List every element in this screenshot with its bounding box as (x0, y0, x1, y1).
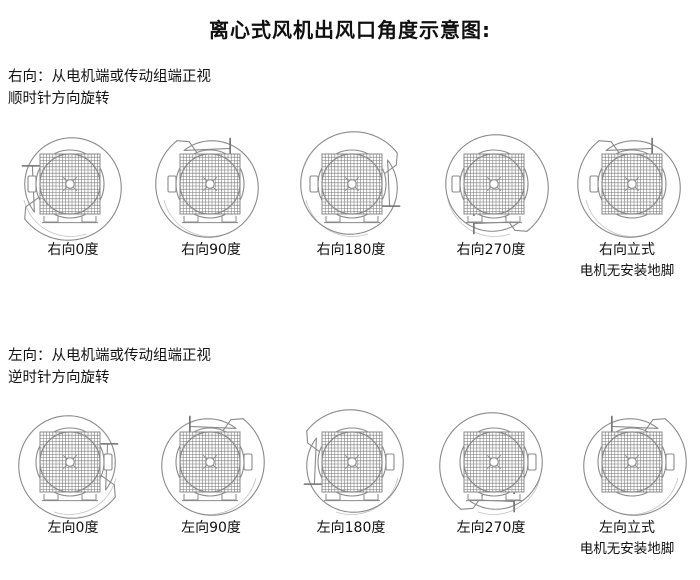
fan-caption-left-180: 左向180度 (278, 518, 424, 539)
fan-diagram-right-180 (282, 124, 422, 242)
caption-text: 右向0度 (47, 242, 99, 258)
intro-line-2: 逆时针方向旋转 (8, 370, 110, 386)
fan-drawing (18, 415, 119, 519)
inlet-cone-hint (193, 477, 257, 515)
fan-row-left-hand (0, 402, 700, 552)
section-right-hand-intro: 右向：从电机端或传动组端正视 顺时针方向旋转 (8, 66, 211, 110)
fan-drawing (300, 131, 401, 237)
fan-diagram-left-180 (282, 402, 422, 520)
inlet-cone-hint (447, 199, 511, 237)
page-title: 离心式风机出风口角度示意图: (209, 18, 491, 42)
fan-caption-left-90: 左向90度 (138, 518, 284, 539)
section-left-hand-intro: 左向：从电机端或传动组端正视 逆时针方向旋转 (8, 345, 211, 389)
inlet-cone-hint (585, 199, 649, 237)
fan-diagram-left-0 (0, 402, 140, 520)
caption-text: 左向90度 (181, 520, 241, 536)
inlet-cone-hint (305, 199, 369, 237)
fan-diagram-left-90 (140, 402, 280, 520)
motor-assembly (175, 427, 253, 502)
fan-caption-right-0: 右向0度 (0, 240, 146, 261)
fan-drawing (303, 409, 404, 515)
inlet-cone-hint (615, 477, 679, 515)
intro-line-2: 顺时针方向旋转 (8, 91, 110, 107)
inlet-cone-hint (163, 199, 227, 237)
motor-assembly (451, 149, 529, 224)
fan-caption-left-270: 左向270度 (418, 518, 564, 539)
fan-caption-left-vertical: 左向立式 电机无安装地脚 (554, 518, 700, 560)
fan-drawing (21, 137, 122, 241)
intro-line-1: 右向：从电机端或传动组端正视 (8, 69, 211, 85)
fan-diagram-left-270 (424, 402, 564, 520)
caption-row-right-hand: 右向0度 右向90度 右向180度 右向270度 右向立式 电机无安装地脚 (0, 240, 700, 286)
caption-text: 右向90度 (181, 242, 241, 258)
inlet-cone-hint (23, 199, 87, 237)
fan-caption-right-270: 右向270度 (418, 240, 564, 261)
intro-line-1: 左向：从电机端或传动组端正视 (8, 348, 211, 364)
fan-caption-right-vertical: 右向立式 电机无安装地脚 (554, 240, 700, 282)
caption-text: 左向0度 (47, 520, 99, 536)
fan-drawing (161, 415, 265, 516)
fan-diagram-left-vertical (562, 402, 700, 520)
caption-row-left-hand: 左向0度 左向90度 左向180度 左向270度 左向立式 电机无安装地脚 (0, 518, 700, 564)
caption-text: 左向180度 (316, 520, 386, 536)
motor-assembly (597, 427, 675, 497)
fan-drawing (445, 134, 549, 237)
fan-row-right-hand (0, 124, 700, 274)
fan-diagram-right-0 (0, 124, 140, 242)
fan-drawing (439, 412, 543, 515)
motor-assembly (35, 427, 113, 502)
caption-subtext: 电机无安装地脚 (579, 263, 675, 279)
motor-assembly (27, 149, 105, 224)
inlet-cone-hint (335, 477, 399, 515)
caption-text: 左向立式 (599, 520, 655, 536)
motor-assembly (309, 149, 387, 224)
caption-text: 左向270度 (456, 520, 526, 536)
motor-assembly (459, 427, 537, 502)
caption-text: 右向180度 (316, 242, 386, 258)
fan-caption-right-180: 右向180度 (278, 240, 424, 261)
fan-diagram-right-vertical (562, 124, 700, 242)
fan-drawing (583, 415, 687, 516)
caption-subtext: 电机无安装地脚 (579, 541, 675, 557)
fan-diagram-right-270 (424, 124, 564, 242)
motor-assembly (589, 149, 667, 219)
fan-drawing (577, 137, 681, 238)
inlet-cone-hint (53, 477, 117, 515)
fan-diagram-right-90 (140, 124, 280, 242)
fan-caption-left-0: 左向0度 (0, 518, 146, 539)
motor-assembly (167, 149, 245, 224)
caption-text: 右向立式 (599, 242, 655, 258)
fan-drawing (155, 137, 259, 238)
caption-text: 右向270度 (456, 242, 526, 258)
fan-caption-right-90: 右向90度 (138, 240, 284, 261)
inlet-cone-hint (477, 477, 541, 515)
motor-assembly (317, 427, 395, 502)
